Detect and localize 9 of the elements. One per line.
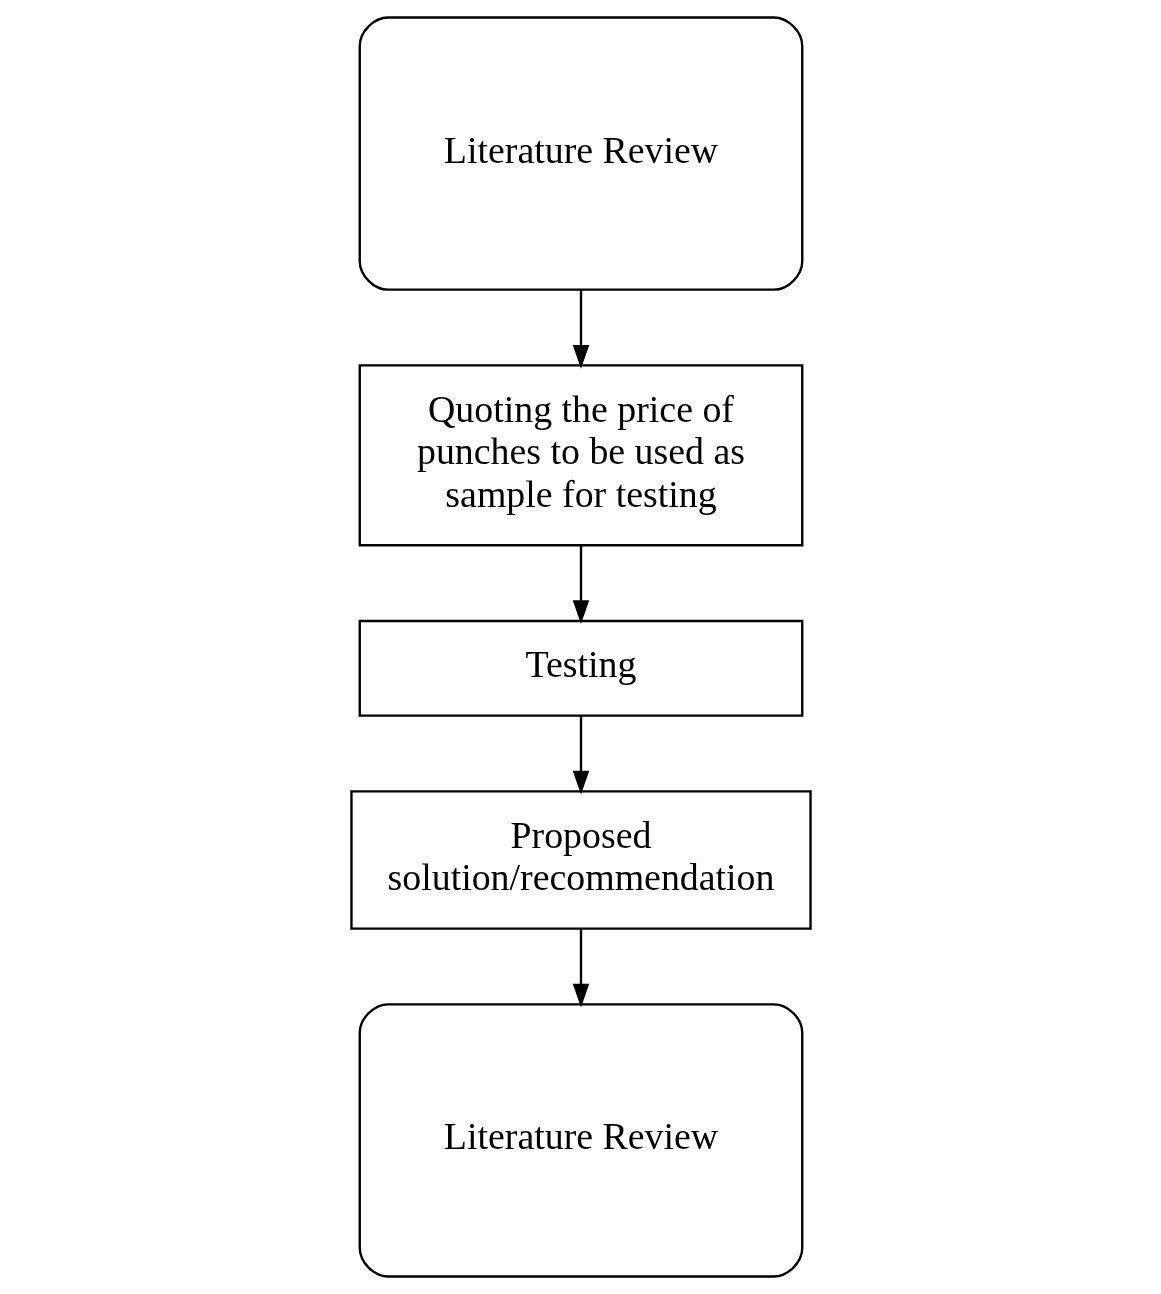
node-box: Quoting the price of punches to be used as sample for testing — [358, 364, 803, 547]
arrow — [572, 929, 589, 1008]
node-box: Literature Review — [358, 1003, 803, 1278]
arrow — [572, 289, 589, 369]
node-box: Testing — [358, 619, 803, 717]
node-box: Proposed solution/recommendation — [349, 790, 812, 930]
arrow — [572, 545, 589, 624]
arrow — [572, 715, 589, 795]
node-box: Literature Review — [358, 16, 803, 291]
